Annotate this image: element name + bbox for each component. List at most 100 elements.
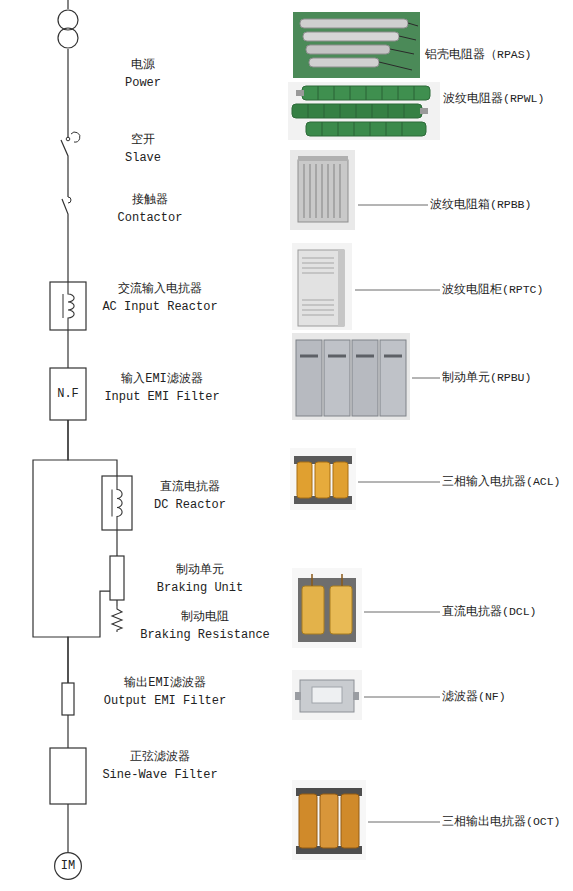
component-label: Contactor — [65, 211, 235, 225]
wire — [67, 330, 68, 368]
leader-line — [358, 482, 440, 483]
switch-blade — [61, 128, 68, 164]
cabinet-vent — [302, 258, 334, 315]
component-label: 交流输入电抗器 — [75, 282, 245, 296]
component-label: 接触器 — [65, 193, 235, 207]
component-label: Power — [58, 76, 228, 90]
box-outline — [50, 748, 86, 804]
component-label: Slave — [58, 151, 228, 165]
braking-unit-module — [324, 340, 350, 416]
filter-terminal — [353, 692, 359, 700]
component-label: Input EMI Filter — [77, 390, 247, 404]
product-label: 波纹电阻柜(RPTC) — [442, 283, 543, 297]
wire — [67, 715, 68, 748]
corrugated-resistor — [292, 104, 422, 118]
corrugation-ridge — [308, 86, 414, 136]
filter-terminal — [295, 692, 301, 700]
wire — [67, 49, 68, 128]
reactor-terminal — [312, 574, 342, 586]
braking-unit-box: 制动单元Braking Unit — [110, 556, 124, 600]
filter-box: N.F输入EMI滤波器Input EMI Filter — [50, 368, 86, 420]
coil-core — [63, 294, 64, 318]
aluminium-resistor — [309, 58, 379, 67]
product-label: 制动单元(RPBU) — [442, 371, 531, 385]
resistor-box — [298, 160, 348, 222]
leader-line — [368, 822, 440, 823]
coil-core — [112, 490, 113, 517]
reactor-coil — [299, 794, 317, 848]
wire — [67, 164, 68, 188]
resistor-cabinet — [298, 250, 344, 326]
wire — [33, 420, 68, 683]
photo-background — [292, 243, 352, 330]
component-label: Braking Resistance — [120, 628, 290, 642]
breaker-trip-arc — [71, 132, 80, 142]
component-label: AC Input Reactor — [75, 300, 245, 314]
component-label: 正弦滤波器 — [75, 750, 245, 764]
photo-background — [292, 568, 362, 648]
component-label: 直流电抗器 — [105, 480, 275, 494]
transformer-winding — [58, 28, 78, 48]
resistor-symbol: 制动电阻Braking Resistance — [111, 606, 123, 632]
reactor-coil — [333, 462, 348, 498]
reactor-outline — [50, 282, 86, 330]
product-label: 铝壳电阻器（RPAS) — [425, 48, 532, 62]
product-label: 波纹电阻器(RPWL) — [443, 92, 544, 106]
component-label: 输出EMI滤波器 — [80, 676, 250, 690]
photo-background — [293, 12, 420, 78]
corrugated-resistor — [306, 122, 426, 136]
filter-box: 输出EMI滤波器Output EMI Filter — [62, 683, 74, 715]
reactor-coil — [315, 462, 330, 498]
leader-line — [364, 697, 440, 698]
contactor-symbol: 接触器Contactor — [58, 188, 78, 222]
reactor-box: 交流输入电抗器AC Input Reactor — [50, 282, 86, 330]
product-label: 三相输入电抗器(ACL) — [442, 475, 561, 489]
braking-unit-module — [380, 340, 406, 416]
photo-background — [288, 82, 440, 140]
resistor-zigzag — [112, 606, 122, 632]
leader-line — [358, 205, 428, 206]
symbol-outline — [110, 556, 124, 600]
reactor-coil — [302, 586, 324, 634]
contactor-contact — [68, 197, 71, 203]
product-label: 直流电抗器(DCL) — [442, 605, 537, 619]
filter-box: 正弦滤波器Sine-Wave Filter — [50, 748, 86, 804]
switch-contact — [66, 137, 70, 141]
symbol-outline — [102, 476, 132, 530]
photo-background — [292, 333, 410, 420]
component-label: Output EMI Filter — [80, 694, 250, 708]
component-label: Braking Unit — [115, 581, 285, 595]
braking-unit-module — [296, 340, 322, 416]
wire — [67, 222, 68, 282]
component-label: DC Reactor — [105, 498, 275, 512]
supply-wire — [67, 0, 68, 9]
reactor-box: 直流电抗器DC Reactor — [102, 476, 132, 530]
symbol-outline — [58, 128, 78, 164]
filter-nameplate — [312, 687, 342, 703]
photo-background — [292, 780, 366, 860]
wire — [68, 420, 117, 476]
symbol-outline — [111, 606, 123, 632]
mounting-bracket — [420, 108, 428, 114]
component-label: Sine-Wave Filter — [75, 768, 245, 782]
product-label: 滤波器(NF) — [442, 690, 506, 704]
reactor-outline — [102, 476, 132, 530]
coil-symbol — [68, 282, 74, 330]
symbol-outline — [62, 683, 74, 715]
motor-circle: IM — [54, 852, 82, 880]
symbol-outline — [50, 748, 86, 804]
filter-case — [300, 680, 354, 712]
box-top — [298, 156, 348, 161]
aluminium-resistor — [303, 32, 399, 41]
cabinet-side — [338, 250, 344, 326]
reactor-coil — [330, 586, 352, 634]
switch-blade — [62, 188, 68, 222]
wire — [116, 530, 117, 556]
box-grille — [304, 164, 340, 218]
braking-unit-module — [352, 340, 378, 416]
wire — [67, 804, 68, 852]
reactor-core — [298, 578, 356, 642]
component-label: 输入EMI滤波器 — [77, 372, 247, 386]
symbol-outline — [50, 282, 86, 330]
